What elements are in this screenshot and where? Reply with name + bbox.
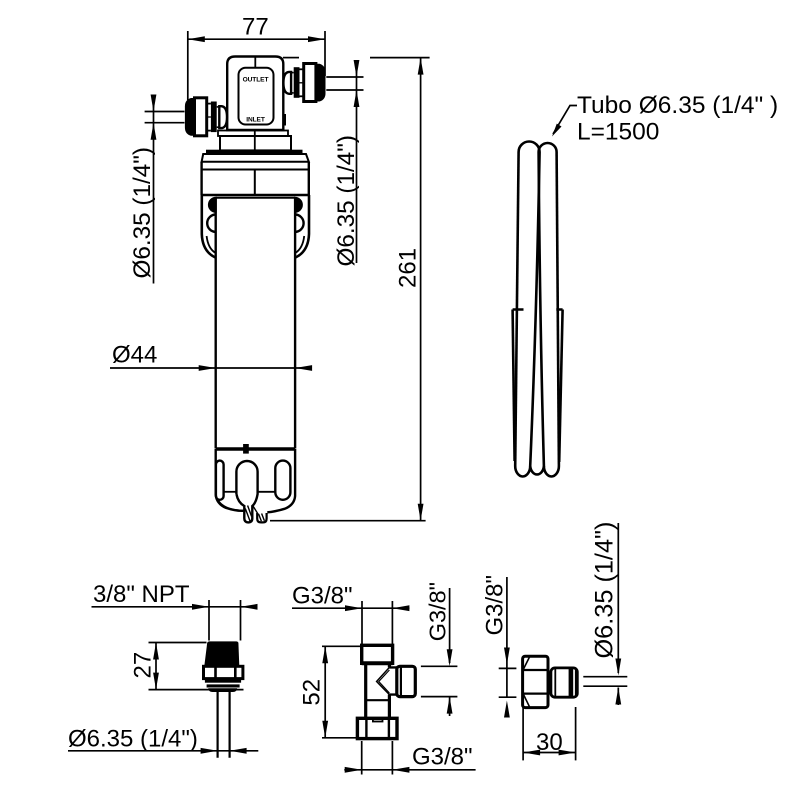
svg-text:30: 30 xyxy=(536,729,563,756)
svg-text:Ø44: Ø44 xyxy=(112,342,157,369)
svg-text:G3/8": G3/8" xyxy=(425,582,451,641)
svg-text:OUTLET: OUTLET xyxy=(243,77,269,84)
svg-text:3/8" NPT: 3/8" NPT xyxy=(93,581,190,608)
svg-text:INLET: INLET xyxy=(246,117,265,124)
svg-text:Ø6.35 (1/4"): Ø6.35 (1/4") xyxy=(68,725,198,752)
svg-text:52: 52 xyxy=(299,679,326,706)
svg-text:G3/8": G3/8" xyxy=(482,575,509,636)
svg-text:27: 27 xyxy=(130,652,157,679)
svg-text:Ø6.35 (1/4"): Ø6.35 (1/4") xyxy=(333,135,360,267)
svg-text:261: 261 xyxy=(395,248,422,288)
svg-text:Ø6.35 (1/4"): Ø6.35 (1/4") xyxy=(129,147,156,279)
svg-text:Ø6.35 (1/4"): Ø6.35 (1/4") xyxy=(591,522,619,659)
svg-text:Tubo Ø6.35 (1/4" ): Tubo Ø6.35 (1/4" ) xyxy=(577,92,778,119)
svg-text:77: 77 xyxy=(242,14,269,41)
svg-text:G3/8": G3/8" xyxy=(292,583,353,610)
svg-text:G3/8": G3/8" xyxy=(412,743,473,770)
svg-text:L=1500: L=1500 xyxy=(577,119,659,146)
